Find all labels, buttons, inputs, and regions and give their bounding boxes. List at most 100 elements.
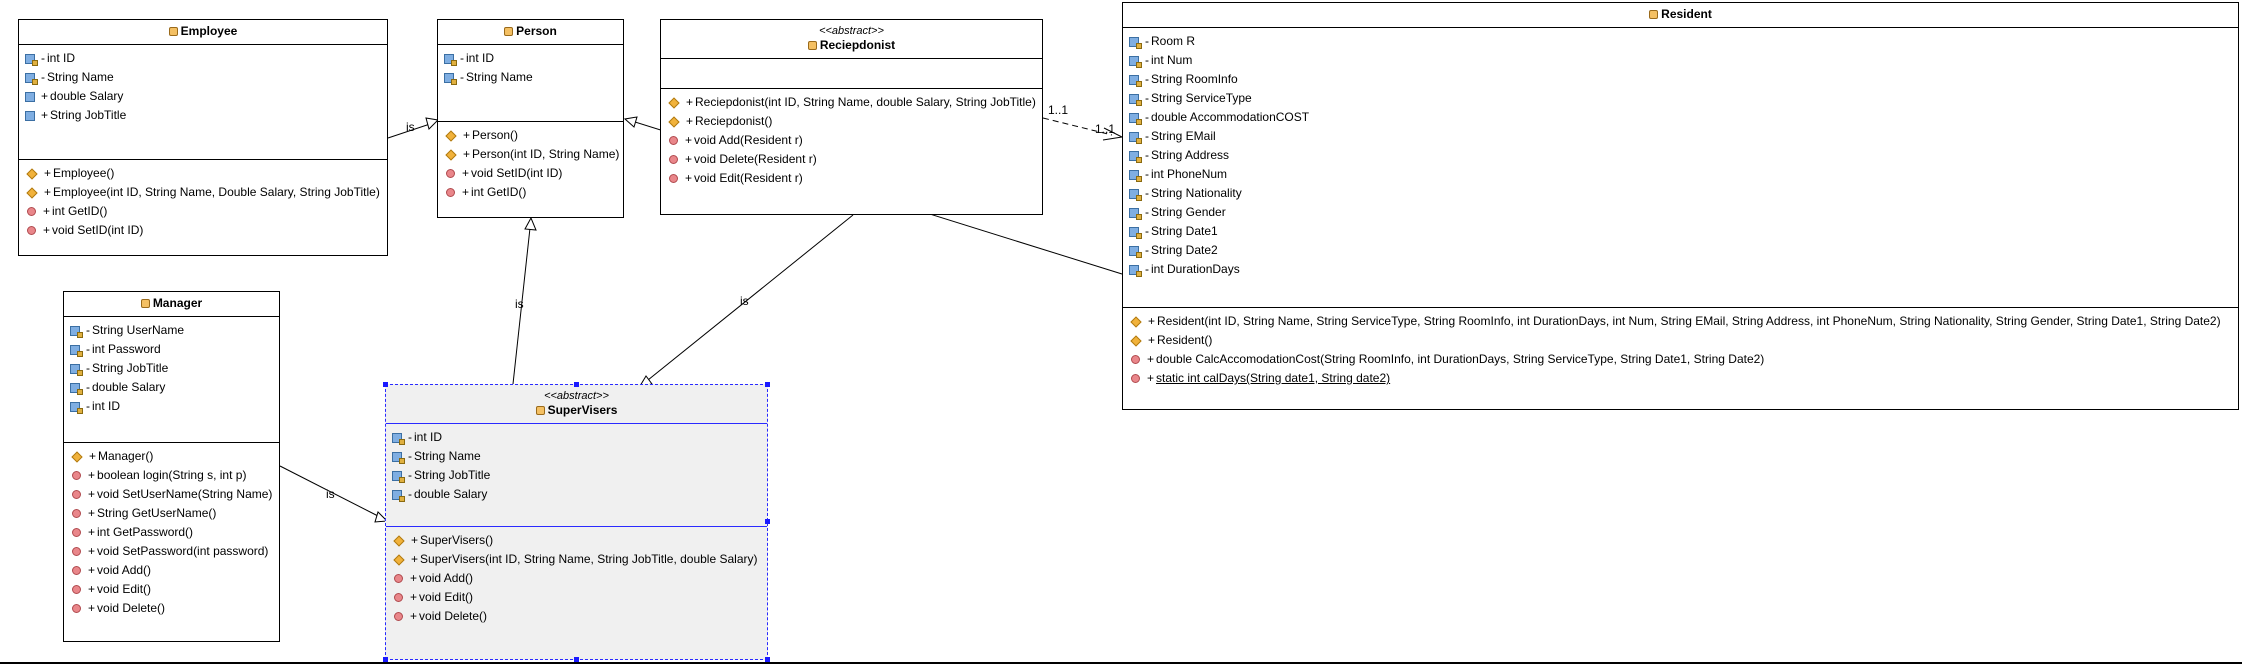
attribute-row[interactable]: -String Name — [25, 68, 381, 87]
attribute-row[interactable]: -String JobTitle — [70, 359, 273, 378]
attribute-row[interactable]: -String EMail — [1129, 127, 2232, 146]
private-field-icon — [1129, 131, 1142, 144]
operation-row[interactable]: +Manager() — [70, 447, 273, 466]
operation-row[interactable]: +void Edit() — [392, 588, 761, 607]
attribute-row[interactable]: -String UserName — [70, 321, 273, 340]
operation-row[interactable]: +void Add() — [392, 569, 761, 588]
visibility-marker: - — [408, 487, 412, 501]
resize-handle-bottom-right[interactable] — [765, 657, 770, 662]
canvas-bottom-border — [0, 662, 2242, 664]
operation-row[interactable]: +void SetPassword(int password) — [70, 542, 273, 561]
operation-row[interactable]: +void Delete() — [70, 599, 273, 618]
attribute-row[interactable]: -int PhoneNum — [1129, 165, 2232, 184]
class-receptionist[interactable]: <<abstract>> Reciepdonist +Reciepdonist(… — [660, 19, 1043, 215]
attribute-row[interactable]: -double Salary — [70, 378, 273, 397]
operation-row[interactable]: +void Edit(Resident r) — [667, 169, 1036, 188]
attribute-row[interactable]: -int ID — [444, 49, 617, 68]
operation-row[interactable]: +Person() — [444, 126, 617, 145]
attribute-row[interactable]: -String Gender — [1129, 203, 2232, 222]
edge-receptionist-depends-resident[interactable]: 1..1 1..1 — [1042, 103, 1124, 141]
attribute-signature: String ServiceType — [1151, 91, 1252, 105]
attributes-compartment: -int ID-String Name+double Salary+String… — [19, 45, 387, 160]
class-resident[interactable]: Resident -Room R-int Num-String RoomInfo… — [1122, 2, 2239, 410]
attribute-row[interactable]: -int Num — [1129, 51, 2232, 70]
private-field-icon — [1129, 188, 1142, 201]
edge-target-multiplicity: 1..1 — [1095, 122, 1115, 136]
attribute-row[interactable]: -String Address — [1129, 146, 2232, 165]
attribute-row[interactable]: -double AccommodationCOST — [1129, 108, 2232, 127]
attribute-signature: String JobTitle — [50, 108, 127, 122]
operation-row[interactable]: +void Delete(Resident r) — [667, 150, 1036, 169]
class-supervisors[interactable]: <<abstract>> SuperVisers -int ID-String … — [385, 384, 768, 660]
operation-row[interactable]: +static int calDays(String date1, String… — [1129, 369, 2232, 388]
attribute-row[interactable]: -String JobTitle — [392, 466, 761, 485]
private-field-icon — [70, 344, 83, 357]
operation-signature: void Edit(Resident r) — [694, 171, 803, 185]
operation-signature: void Add(Resident r) — [694, 133, 803, 147]
visibility-marker: - — [460, 51, 464, 65]
attribute-row[interactable]: +String JobTitle — [25, 106, 381, 125]
operation-row[interactable]: +void Add() — [70, 561, 273, 580]
operation-row[interactable]: +Reciepdonist(int ID, String Name, doubl… — [667, 93, 1036, 112]
operation-row[interactable]: +Resident() — [1129, 331, 2232, 350]
attribute-row[interactable]: -Room R — [1129, 32, 2232, 51]
operation-row[interactable]: +void Add(Resident r) — [667, 131, 1036, 150]
operation-row[interactable]: +void Delete() — [392, 607, 761, 626]
operation-row[interactable]: +Person(int ID, String Name) — [444, 145, 619, 164]
operation-row[interactable]: +int GetPassword() — [70, 523, 273, 542]
visibility-marker: + — [462, 166, 470, 180]
attribute-row[interactable]: -String ServiceType — [1129, 89, 2232, 108]
operation-row[interactable]: +void SetUserName(String Name) — [70, 485, 273, 504]
attribute-row[interactable]: -int ID — [70, 397, 273, 416]
method-icon — [446, 188, 455, 198]
operation-signature: void SetID(int ID) — [471, 166, 563, 180]
attribute-row[interactable]: -String Nationality — [1129, 184, 2232, 203]
attribute-row[interactable]: -String Name — [392, 447, 761, 466]
operation-row[interactable]: +int GetID() — [444, 183, 617, 202]
operation-row[interactable]: +Reciepdonist() — [667, 112, 1036, 131]
attribute-row[interactable]: -String Date2 — [1129, 241, 2232, 260]
edge-receptionist-is-supervisors[interactable]: is — [639, 214, 854, 387]
visibility-marker: - — [86, 342, 90, 356]
edge-manager-is-supervisors[interactable]: is — [279, 465, 389, 523]
operation-row[interactable]: +int GetID() — [25, 202, 381, 221]
attribute-row[interactable]: -double Salary — [392, 485, 761, 504]
attribute-row[interactable]: -int DurationDays — [1129, 260, 2232, 279]
class-employee[interactable]: Employee -int ID-String Name+double Sala… — [18, 19, 388, 256]
resize-handle-right[interactable] — [765, 519, 770, 524]
visibility-marker: + — [44, 166, 52, 180]
resize-handle-bottom[interactable] — [574, 657, 579, 662]
resize-handle-bottom-left[interactable] — [383, 657, 388, 662]
visibility-marker: + — [685, 152, 693, 166]
operation-signature: void Edit() — [97, 582, 152, 596]
attribute-row[interactable]: -int ID — [392, 428, 761, 447]
attribute-row[interactable]: -int Password — [70, 340, 273, 359]
operation-row[interactable]: +void SetID(int ID) — [444, 164, 617, 183]
operation-row[interactable]: +boolean login(String s, int p) — [70, 466, 273, 485]
attribute-row[interactable]: -String Name — [444, 68, 617, 87]
edge-supervisors-is-person[interactable]: is — [512, 216, 537, 385]
visibility-marker: - — [41, 51, 45, 65]
operation-row[interactable]: +Resident(int ID, String Name, String Se… — [1129, 312, 2232, 331]
resize-handle-top-right[interactable] — [765, 382, 770, 387]
class-manager[interactable]: Manager -String UserName-int Password-St… — [63, 291, 280, 642]
edge-employee-is-person[interactable]: is — [387, 117, 440, 139]
resize-handle-top[interactable] — [574, 382, 579, 387]
operation-row[interactable]: +double CalcAccomodationCost(String Room… — [1129, 350, 2232, 369]
class-name: SuperVisers — [547, 403, 618, 417]
public-field-icon — [25, 91, 35, 102]
operation-row[interactable]: +void SetID(int ID) — [25, 221, 381, 240]
class-person[interactable]: Person -int ID-String Name +Person()+Per… — [437, 19, 624, 218]
operation-row[interactable]: +Employee(int ID, String Name, Double Sa… — [25, 183, 381, 202]
attribute-row[interactable]: -String Date1 — [1129, 222, 2232, 241]
operation-row[interactable]: +String GetUserName() — [70, 504, 273, 523]
attribute-row[interactable]: -String RoomInfo — [1129, 70, 2232, 89]
resize-handle-top-left[interactable] — [383, 382, 388, 387]
attribute-row[interactable]: -int ID — [25, 49, 381, 68]
operation-row[interactable]: +Employee() — [25, 164, 381, 183]
operation-row[interactable]: +void Edit() — [70, 580, 273, 599]
operation-row[interactable]: +SuperVisers() — [392, 531, 761, 550]
attribute-row[interactable]: +double Salary — [25, 87, 381, 106]
operation-row[interactable]: +SuperVisers(int ID, String Name, String… — [392, 550, 761, 569]
class-name: Manager — [152, 296, 203, 310]
